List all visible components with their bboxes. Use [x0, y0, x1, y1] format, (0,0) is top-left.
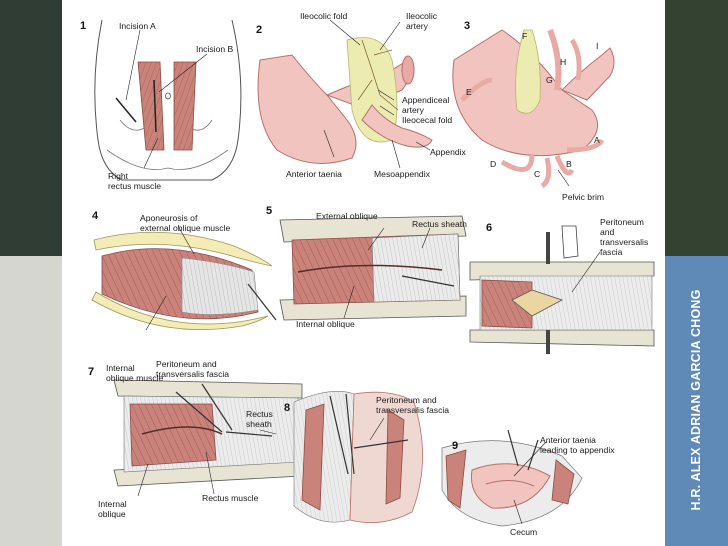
- label-peritoneum-6-4: fascia: [600, 247, 623, 257]
- panel-2-ileocecal: [257, 19, 433, 169]
- panel-1-torso: [94, 19, 242, 181]
- label-position-f: F: [522, 31, 528, 41]
- label-incision-a: Incision A: [119, 21, 156, 31]
- panel-8-number: 8: [284, 402, 291, 414]
- label-anterior-taenia: Anterior taenia: [286, 169, 342, 179]
- author-banner: H.R. ALEX ADRIAN GARCIA CHONG: [689, 289, 703, 511]
- label-ileocecal-fold: Ileocecal fold: [402, 115, 453, 125]
- panel-5-external-oblique: [279, 215, 467, 321]
- label-ileocolic-artery-2: artery: [406, 21, 428, 31]
- label-anterior-taenia-9-2: leading to appendix: [540, 445, 615, 455]
- panel-1-number: 1: [80, 20, 87, 32]
- label-rectus-sheath-7-1: Rectus: [246, 409, 273, 419]
- label-position-c: C: [534, 169, 541, 179]
- label-peritoneum-6-3: transversalis: [600, 237, 649, 247]
- label-internal-oblique-1: Internal: [106, 363, 135, 373]
- label-anterior-taenia-9-1: Anterior taenia: [540, 435, 596, 445]
- label-position-e: E: [466, 87, 472, 97]
- label-peritoneum-7-2: transversalis fascia: [156, 369, 230, 379]
- label-incision-b: Incision B: [196, 44, 234, 54]
- panel-8-peritoneum-open: [293, 391, 423, 524]
- label-peritoneum-8-1: Peritoneum and: [376, 395, 437, 405]
- panel-4-aponeurosis: [91, 225, 277, 331]
- panel-3-number: 3: [464, 20, 471, 32]
- panel-3-appendix-positions: [452, 28, 615, 189]
- label-internal-oblique-7-1: Internal: [98, 499, 127, 509]
- label-position-g: G: [546, 75, 553, 85]
- label-aponeurosis-1: Aponeurosis of: [140, 213, 198, 223]
- left-strip-dark: [0, 0, 62, 256]
- label-rectus-muscle: Rectus muscle: [202, 493, 259, 503]
- label-peritoneum-6-1: Peritoneum: [600, 217, 644, 227]
- label-external-oblique: External oblique: [316, 211, 378, 221]
- panel-9-cecum: [441, 429, 583, 527]
- label-rectus-sheath-7-2: sheath: [246, 419, 272, 429]
- left-strip-light: [0, 256, 62, 546]
- label-right-rectus-2: rectus muscle: [108, 181, 162, 191]
- panel-9-number: 9: [452, 440, 459, 452]
- surgical-illustrations: [91, 19, 655, 527]
- label-mesoappendix: Mesoappendix: [374, 169, 430, 179]
- left-background-strip: [0, 0, 62, 546]
- label-position-i: I: [596, 41, 599, 51]
- panel-6-number: 6: [486, 222, 493, 234]
- panel-7-number: 7: [88, 366, 95, 378]
- label-appendiceal-artery-2: artery: [402, 105, 424, 115]
- label-peritoneum-6-2: and: [600, 227, 615, 237]
- label-position-d: D: [490, 159, 497, 169]
- label-position-h: H: [560, 57, 567, 67]
- label-appendiceal-artery-1: Appendiceal: [402, 95, 450, 105]
- panel-7-rectus: [113, 379, 303, 497]
- label-ileocolic-artery-1: Ileocolic: [406, 11, 438, 21]
- panel-5-number: 5: [266, 205, 273, 217]
- label-peritoneum-7-1: Peritoneum and: [156, 359, 217, 369]
- label-internal-oblique-7-2: oblique: [98, 509, 126, 519]
- right-strip-dark: [665, 0, 728, 256]
- right-background-strip: [665, 0, 728, 546]
- label-appendix: Appendix: [430, 147, 466, 157]
- label-internal-oblique: Internal oblique: [296, 319, 355, 329]
- label-rectus-sheath: Rectus sheath: [412, 219, 467, 229]
- label-pelvic-brim: Pelvic brim: [562, 192, 605, 202]
- label-cecum: Cecum: [510, 527, 538, 537]
- label-aponeurosis-2: external oblique muscle: [140, 223, 231, 233]
- panel-2-number: 2: [256, 24, 263, 36]
- right-strip-blue: [665, 256, 728, 546]
- label-peritoneum-8-2: transversalis fascia: [376, 405, 450, 415]
- label-ileocolic-fold: Ileocolic fold: [300, 11, 348, 21]
- label-position-b: B: [566, 159, 572, 169]
- panel-6-peritoneum: [469, 225, 655, 354]
- label-right-rectus-1: Right: [108, 171, 129, 181]
- label-internal-oblique-2: oblique muscle: [106, 373, 164, 383]
- panel-4-number: 4: [92, 210, 99, 222]
- label-position-a: A: [594, 135, 600, 145]
